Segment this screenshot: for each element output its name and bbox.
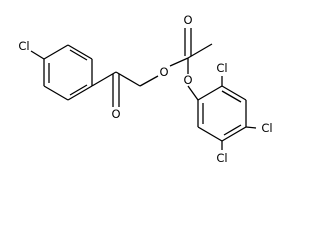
- atom-cl-ortho: Cl: [216, 61, 227, 75]
- atom-o-ether: O: [183, 73, 192, 87]
- atom-o-ester-single: O: [159, 65, 168, 79]
- bond: [91, 71, 117, 87]
- bond: [139, 75, 159, 87]
- bond: [43, 85, 69, 101]
- bond: [197, 85, 223, 101]
- bond: [221, 126, 247, 142]
- bond: [221, 85, 247, 101]
- bond: [197, 126, 223, 142]
- bond: [245, 126, 257, 129]
- chlorophenyl-ring: [43, 44, 93, 101]
- chemical-structure-diagram: Cl O O O O Cl Cl Cl: [18, 13, 272, 165]
- double-bond-inner: [69, 49, 88, 61]
- bond: [187, 85, 199, 101]
- double-bond-inner: [221, 90, 242, 103]
- structure-canvas: Cl O O O O Cl Cl Cl: [18, 13, 273, 165]
- bond: [115, 71, 141, 87]
- bond: [187, 43, 213, 59]
- double-bond-inner: [223, 124, 242, 136]
- bond: [43, 44, 69, 60]
- double-bond-inner: [69, 84, 88, 96]
- atom-labels: Cl O O O O Cl Cl Cl: [18, 13, 272, 165]
- atom-cl-para: Cl: [261, 121, 272, 135]
- bond: [67, 85, 93, 101]
- bond: [169, 57, 189, 67]
- atom-cl-left: Cl: [18, 39, 29, 53]
- atom-cl-meta: Cl: [216, 151, 227, 165]
- atom-o-ketone: O: [111, 107, 120, 121]
- atom-o-ester-carbonyl: O: [183, 13, 192, 27]
- bond: [67, 44, 93, 60]
- ester-group: [169, 28, 213, 74]
- trichlorophenyl-ring: [197, 85, 247, 142]
- ketone-linker: [91, 71, 159, 107]
- bond: [30, 50, 45, 60]
